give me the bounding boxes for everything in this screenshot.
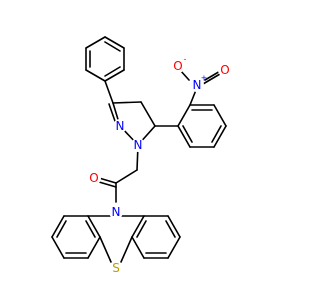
bond [51, 215, 65, 238]
structure-canvas: N + O - O N N O N S [51, 36, 232, 275]
atom-pyrazoline-n2: N [116, 119, 125, 133]
atom-nitro-nitrogen: N [193, 78, 202, 92]
atom-pyrazoline-n1: N [134, 138, 143, 152]
bond [99, 236, 112, 263]
bond [87, 236, 101, 259]
bond [85, 36, 106, 49]
atoms: N + O - O N N O N S [87, 55, 232, 275]
atom-nitro-oxygen-charge: - [184, 55, 187, 64]
atom-carbonyl-oxygen: O [89, 171, 98, 185]
bond [140, 101, 156, 127]
bond [120, 236, 133, 263]
molecule-diagram: N + O - O N N O N S [51, 36, 232, 275]
bond [87, 215, 101, 238]
bond [177, 104, 191, 127]
bond [115, 169, 138, 184]
atom-phenothiazine-sulfur: S [112, 261, 120, 275]
bond [85, 69, 106, 82]
bond [213, 104, 227, 127]
bond [104, 36, 125, 49]
bond [131, 236, 145, 259]
bond [112, 101, 142, 104]
bond [104, 66, 121, 77]
bond [136, 220, 147, 238]
bond [189, 89, 197, 106]
bond [177, 125, 191, 148]
bond [167, 236, 181, 259]
atom-nitro-nitrogen-charge: + [201, 74, 208, 83]
bond [51, 236, 65, 259]
bond [167, 215, 181, 238]
bond [202, 73, 221, 85]
bond [213, 125, 227, 148]
bond [131, 215, 145, 238]
atom-nitro-oxygen-anion: O [173, 59, 182, 73]
bond [165, 220, 176, 238]
bond [85, 220, 96, 238]
bond [108, 103, 117, 125]
bond [211, 125, 222, 143]
bond [104, 80, 114, 104]
bond [98, 181, 117, 188]
bond [182, 125, 193, 143]
bond [98, 177, 117, 184]
atom-nitro-oxygen: O [220, 63, 229, 77]
bond [104, 41, 121, 52]
bond [56, 220, 67, 238]
bond [104, 69, 125, 82]
atom-phenothiazine-nitrogen: N [112, 205, 121, 219]
